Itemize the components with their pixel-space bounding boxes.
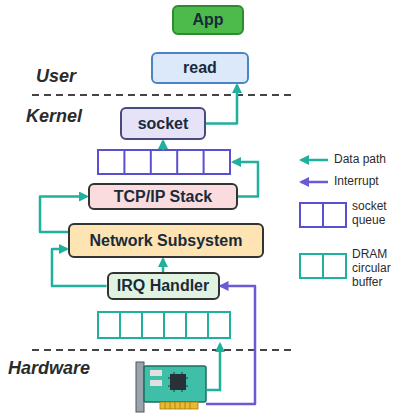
legend-queue-sample (300, 203, 346, 227)
tcpip-box: TCP/IP Stack (88, 183, 238, 210)
interrupt-arrow (206, 286, 255, 404)
nic-card-icon (136, 362, 206, 412)
user-kernel-boundary (32, 94, 292, 96)
read-box: read (151, 52, 249, 84)
socket-box: socket (120, 107, 206, 140)
kernel-hardware-boundary (32, 349, 292, 351)
legend-text: Interrupt (334, 175, 414, 189)
irq-box: IRQ Handler (107, 272, 220, 300)
legend-text: DRAM circular buffer (352, 248, 414, 289)
layer-label: Hardware (8, 358, 90, 379)
queue-to-socket-arrow (162, 141, 165, 150)
legend-text: Data path (334, 153, 414, 167)
dram-circular-buffer (98, 312, 230, 338)
legend-text: socket queue (352, 200, 414, 228)
node-label: socket (138, 115, 189, 133)
node-label: Network Subsystem (90, 232, 243, 250)
socket-queue (98, 150, 230, 174)
nic-to-buffer-arrow (206, 344, 220, 390)
layer-label: Kernel (26, 106, 82, 127)
node-label: App (192, 11, 223, 29)
node-label: TCP/IP Stack (114, 188, 212, 206)
legend-interrupt-sample (301, 181, 328, 184)
data-path-arrow (206, 85, 237, 124)
node-label: IRQ Handler (117, 277, 209, 295)
layer-label: User (36, 66, 76, 87)
network-box: Network Subsystem (68, 223, 264, 258)
legend-data-path-sample (301, 159, 328, 162)
legend-buffer-sample (300, 254, 346, 278)
data-path-arrow (162, 259, 165, 272)
app-box: App (172, 5, 244, 35)
node-label: read (183, 59, 217, 77)
